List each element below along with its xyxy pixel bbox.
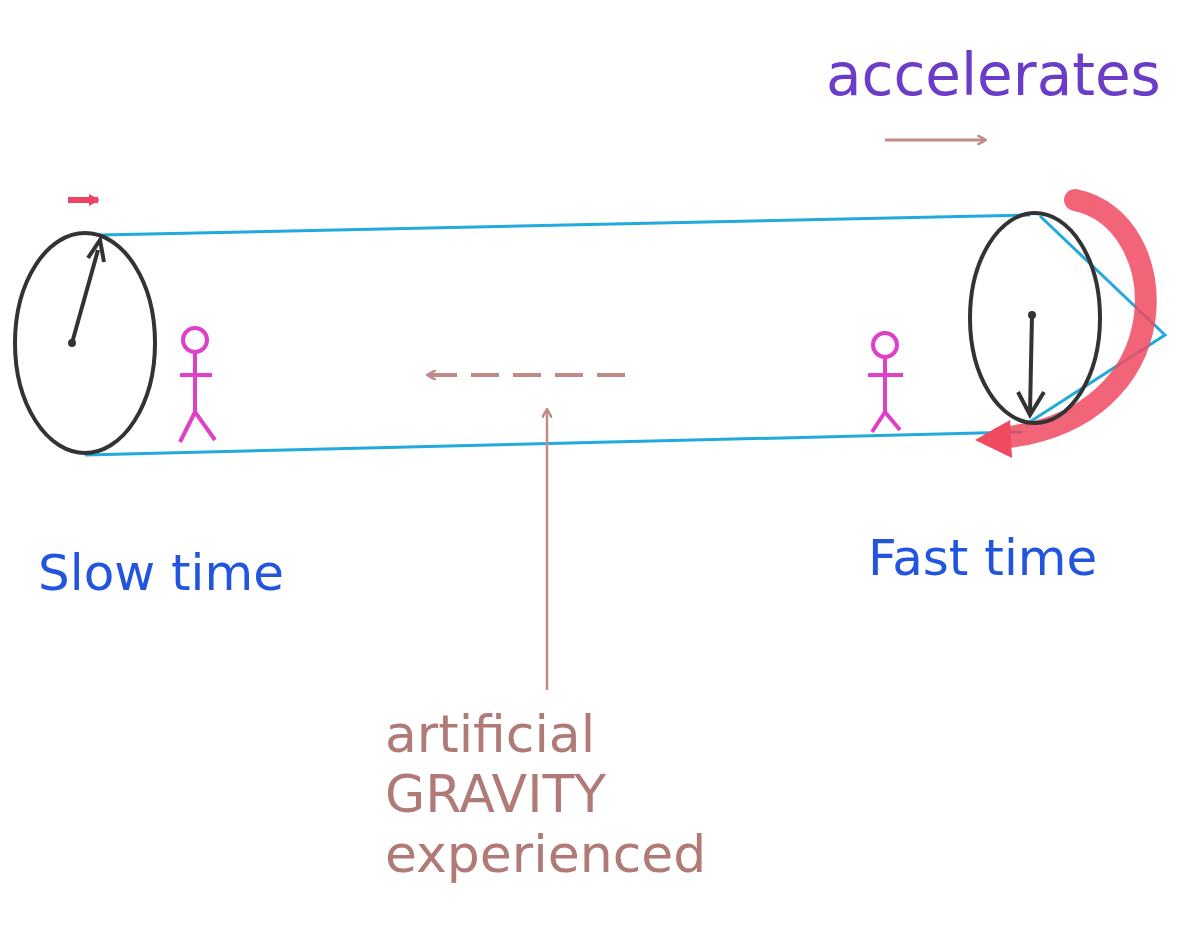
acceleration-arrow	[885, 139, 985, 142]
stick-figure	[868, 333, 903, 432]
small-tick-arrow	[68, 197, 98, 203]
leader-line	[546, 410, 549, 690]
time-label: Fast time	[868, 530, 1168, 588]
slow-clock	[15, 233, 155, 453]
thrust-arrow	[975, 200, 1146, 458]
motion-label: accelerates	[826, 42, 1176, 109]
time-label: Slow time	[38, 545, 368, 603]
gravity-arrow	[428, 373, 625, 377]
cylinder-body	[85, 215, 1165, 455]
fast-clock	[970, 213, 1100, 423]
stick-figure	[180, 328, 215, 442]
gravity-note: artificial GRAVITY experienced	[385, 705, 785, 884]
